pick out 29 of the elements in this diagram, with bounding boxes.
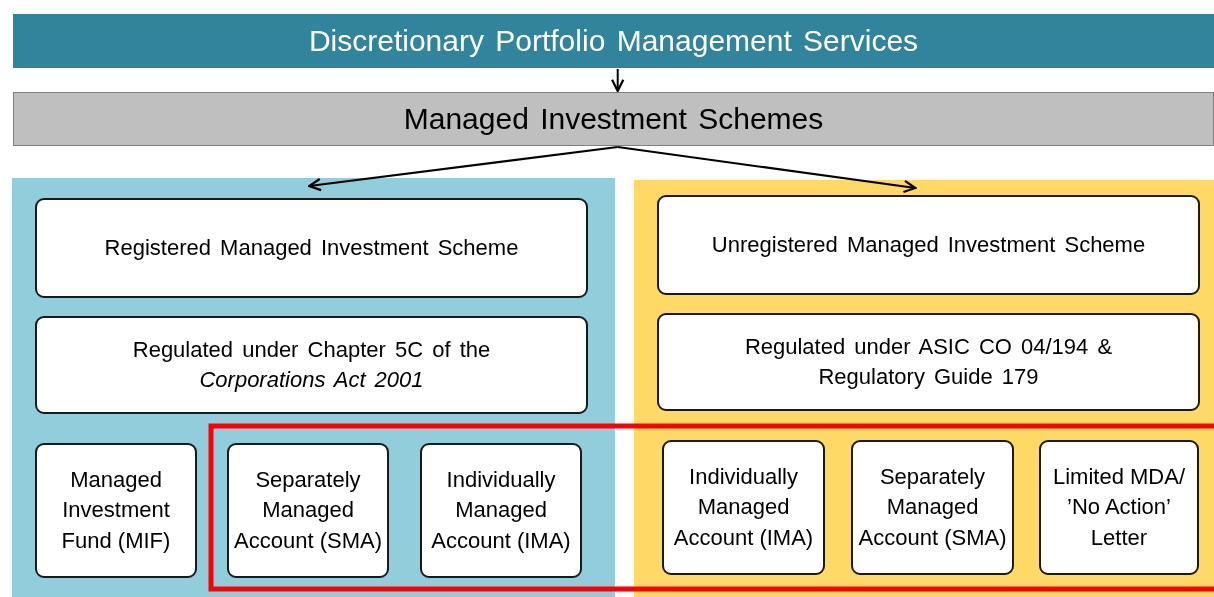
panel-background <box>12 178 615 597</box>
box-label: Managed Investment Schemes <box>403 101 824 138</box>
panel-background <box>634 180 1214 597</box>
header-band <box>13 92 1214 146</box>
arrow <box>308 146 619 192</box>
arrow <box>611 68 625 93</box>
rounded-box <box>657 195 1200 295</box>
box-label: Unregistered Managed Investment Scheme <box>711 230 1146 259</box>
box-label: Discretionary Portfolio Management Services <box>308 23 919 60</box>
box-label: Individually Managed Account (IMA) <box>430 466 572 555</box>
box-label: Limited MDA/ ’No Action’ Letter <box>1051 463 1186 552</box>
box-label: Regulated under Chapter 5C of the Corporations Act 2001 <box>131 335 492 394</box>
rounded-box <box>851 440 1014 575</box>
rounded-box <box>420 443 582 578</box>
rounded-box <box>662 440 825 575</box>
box-label: Separately Managed Account (SMA) <box>233 466 383 555</box>
rounded-box <box>227 443 389 578</box>
box-label: Regulated under ASIC CO 04/194 & Regulatory Guide 179 <box>743 332 1114 391</box>
box-label: Registered Managed Investment Scheme <box>104 233 519 262</box>
title-banner <box>13 14 1214 68</box>
rounded-box <box>35 443 197 578</box>
arrow <box>616 146 917 194</box>
box-label: Managed Investment Fund (MIF) <box>60 466 172 555</box>
rounded-box <box>657 313 1200 411</box>
box-label: Individually Managed Account (IMA) <box>672 463 815 552</box>
rounded-box <box>35 198 588 298</box>
rounded-box <box>1039 440 1199 575</box>
rounded-box <box>35 316 588 414</box>
box-label: Separately Managed Account (SMA) <box>857 463 1008 552</box>
